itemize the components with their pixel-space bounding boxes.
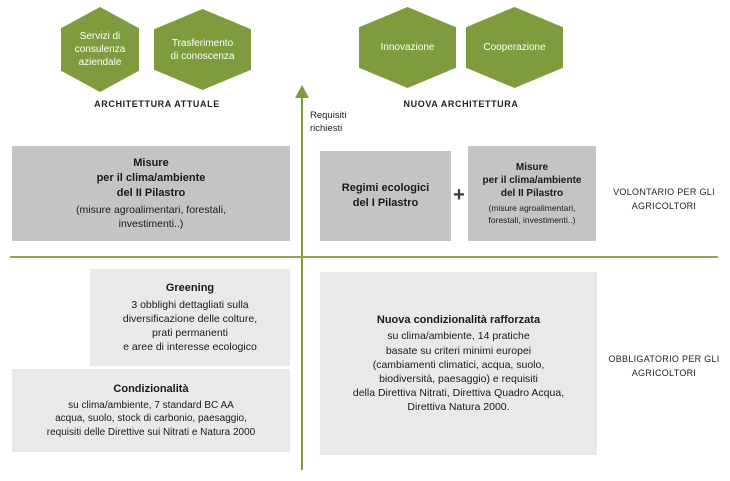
label-obbligatorio: OBBLIGATORIO PER GLI AGRICOLTORI: [608, 354, 720, 378]
label-volontario: VOLONTARIO PER GLI AGRICOLTORI: [613, 187, 715, 211]
box-misure-nuova-title: Misure per il clima/ambiente del II Pila…: [482, 162, 582, 200]
box-greening: Greening 3 obblighi dettagliati sulla di…: [90, 269, 290, 366]
box-nuova-condizionalita: Nuova condizionalità rafforzata su clima…: [320, 272, 597, 455]
axis-label-requisiti: Requisiti richiesti: [310, 110, 347, 134]
box-misure-attuale-subtitle: (misure agroalimentari, forestali, inves…: [76, 203, 226, 230]
hexagon-trasferimento-conoscenza: Trasferimento di conoscenza: [154, 9, 251, 90]
box-greening-title: Greening: [165, 281, 215, 294]
vertical-axis-line: [301, 97, 303, 470]
box-condizionalita-title: Condizionalità: [113, 382, 189, 395]
box-misure-nuova-subtitle: (misure agroalimentari, forestali, inves…: [488, 203, 576, 225]
header-architettura-attuale: ARCHITETTURA ATTUALE: [94, 99, 220, 109]
hexagon-innovazione: Innovazione: [359, 7, 456, 88]
hexagon-cooperazione: Cooperazione: [466, 7, 563, 88]
box-regimi-ecologici: Regimi ecologici del I Pilastro: [320, 151, 451, 241]
header-nuova-architettura: NUOVA ARCHITETTURA: [403, 99, 519, 109]
box-regimi-title: Regimi ecologici del I Pilastro: [341, 182, 430, 209]
box-nuova-condizionalita-body: su clima/ambiente, 14 pratiche basate su…: [352, 330, 565, 414]
plus-sign: +: [453, 184, 465, 206]
box-misure-ii-pilastro-nuova: Misure per il clima/ambiente del II Pila…: [468, 146, 596, 241]
box-condizionalita-body: su clima/ambiente, 7 standard BC AA acqu…: [46, 399, 256, 438]
arrow-up-icon: [295, 85, 309, 98]
box-condizionalita: Condizionalità su clima/ambiente, 7 stan…: [12, 369, 290, 452]
horizontal-divider: [10, 256, 718, 258]
box-misure-attuale-title: Misure per il clima/ambiente del II Pila…: [96, 157, 206, 199]
hexagon-servizi-consulenza: Servizi di consulenza aziendale: [61, 7, 139, 92]
box-greening-body: 3 obblighi dettagliati sulla diversifica…: [122, 298, 258, 354]
box-misure-ii-pilastro-attuale: Misure per il clima/ambiente del II Pila…: [12, 146, 290, 241]
box-nuova-condizionalita-title: Nuova condizionalità rafforzata: [376, 313, 541, 326]
